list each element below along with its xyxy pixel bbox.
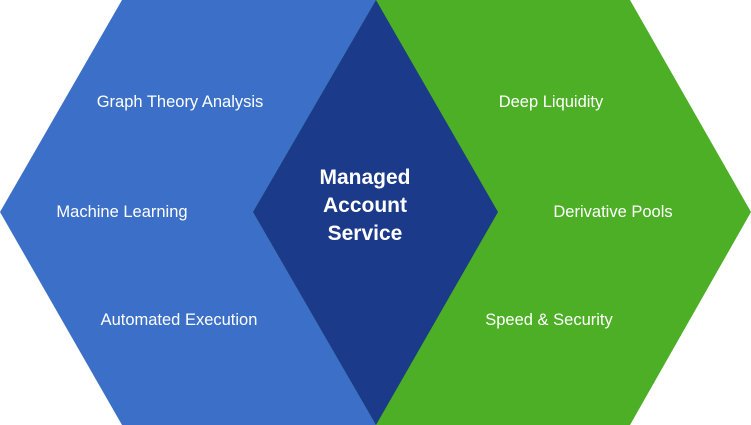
left-item-graph-theory-analysis: Graph Theory Analysis bbox=[97, 93, 264, 111]
center-title-line-3: Service bbox=[328, 222, 403, 245]
right-item-deep-liquidity: Deep Liquidity bbox=[499, 93, 604, 111]
left-item-machine-learning: Machine Learning bbox=[56, 203, 187, 221]
center-title-line-1: Managed bbox=[319, 166, 410, 189]
left-item-automated-execution: Automated Execution bbox=[101, 311, 258, 329]
right-item-derivative-pools: Derivative Pools bbox=[553, 203, 672, 221]
center-overlap-diamond bbox=[253, 0, 498, 425]
center-title-line-2: Account bbox=[323, 194, 407, 217]
right-item-speed-security: Speed & Security bbox=[485, 311, 613, 329]
